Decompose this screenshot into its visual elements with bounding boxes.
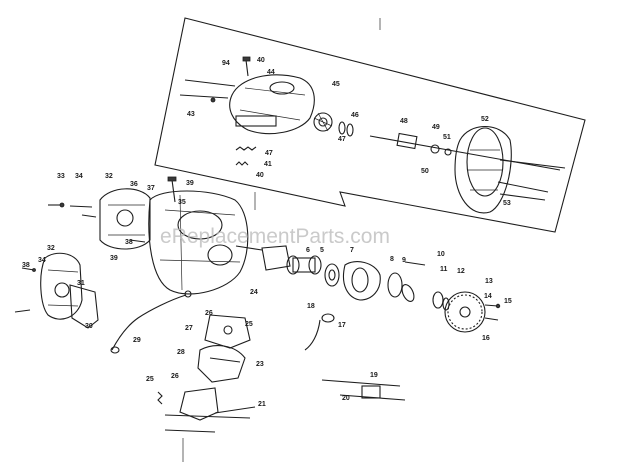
- callout-label: 43: [187, 111, 195, 118]
- callout-label: 33: [57, 173, 65, 180]
- gear-4-stub: [261, 245, 291, 271]
- callout-label: 16: [482, 335, 490, 342]
- callout-label: 39: [186, 180, 194, 187]
- spring-clip-25b: [157, 391, 163, 405]
- washer-11-12: [432, 291, 450, 311]
- callout-label: 47: [338, 136, 346, 143]
- inset-spring-bottom: [235, 146, 257, 166]
- sprocket-cluster-7: [342, 261, 381, 301]
- callout-label: 26: [205, 310, 213, 317]
- inset-axle-shaft: [369, 132, 561, 171]
- callout-label: 37: [147, 185, 155, 192]
- callout-label: 20: [342, 395, 350, 402]
- shift-bracket-25: [204, 314, 251, 349]
- cable-link-29: [110, 290, 192, 354]
- lower-lever-26: [164, 387, 251, 433]
- callout-label: 40: [257, 57, 265, 64]
- callout-label: 52: [481, 116, 489, 123]
- gear-6: [324, 263, 340, 287]
- pin-10: [404, 261, 426, 266]
- callout-label: 46: [351, 112, 359, 119]
- callout-label: 50: [421, 168, 429, 175]
- main-transmission-housing: [148, 176, 249, 295]
- inset-long-bolt: [179, 79, 236, 103]
- callout-label: 21: [258, 401, 266, 408]
- inset-bevel-gear: [313, 112, 333, 132]
- callout-label: 39: [110, 255, 118, 262]
- inset-pin-top: [242, 56, 251, 77]
- callout-label: 36: [130, 181, 138, 188]
- housing-bolt-right: [235, 245, 263, 251]
- chain-sprocket-16: [444, 291, 486, 333]
- callout-label: 29: [133, 337, 141, 344]
- callout-label: 12: [457, 268, 465, 275]
- inset-washer-stack: [338, 121, 354, 137]
- callout-label: 26: [171, 373, 179, 380]
- shift-linkage-23: [197, 345, 246, 383]
- callout-label: 11: [440, 266, 448, 273]
- left-small-bolts: [14, 267, 36, 313]
- inset-through-bolts: [497, 159, 566, 201]
- callout-label: 48: [400, 118, 408, 125]
- callout-label: 34: [75, 173, 83, 180]
- callout-label: 25: [245, 321, 253, 328]
- callout-label: 49: [432, 124, 440, 131]
- callout-label: 31: [77, 280, 85, 287]
- cross-shaft-19-20: [321, 379, 406, 401]
- callout-label: 10: [437, 251, 445, 258]
- callout-label: 15: [504, 298, 512, 305]
- callout-label: 32: [105, 173, 113, 180]
- callout-label: 41: [264, 161, 272, 168]
- callout-label: 35: [178, 199, 186, 206]
- inset-wheel-hub: [454, 126, 512, 214]
- callout-label: 32: [47, 245, 55, 252]
- left-fasteners: [48, 202, 146, 243]
- lower-bolt-21: [214, 406, 256, 414]
- shaft-coupler-5: [286, 255, 322, 275]
- inset-frame: [154, 17, 586, 233]
- callout-label: 14: [484, 293, 492, 300]
- hub-bolts-13-15: [484, 303, 501, 321]
- callout-label: 19: [370, 372, 378, 379]
- bearing-8-9: [387, 272, 415, 302]
- callout-label: 23: [256, 361, 264, 368]
- left-pivot-arm: [69, 284, 99, 329]
- watermark-text: eReplacementParts.com: [160, 225, 390, 248]
- callout-label: 51: [443, 134, 451, 141]
- callout-label: 9: [402, 257, 406, 264]
- callout-label: 7: [350, 247, 354, 254]
- callout-label: 44: [267, 69, 275, 76]
- inset-gear-housing: [229, 74, 315, 135]
- callout-label: 45: [332, 81, 340, 88]
- callout-label: 40: [256, 172, 264, 179]
- callout-label: 34: [38, 257, 46, 264]
- callout-label: 38: [125, 239, 133, 246]
- callout-label: 94: [222, 60, 230, 67]
- callout-labels: 94 40 44 43 45 46 47 48 49 51 52 47 41 4…: [22, 57, 512, 408]
- callout-label: 13: [485, 278, 493, 285]
- left-bracket-lower: [40, 252, 83, 320]
- callout-label: 17: [338, 322, 346, 329]
- callout-label: 8: [390, 256, 394, 263]
- callout-label: 24: [250, 289, 258, 296]
- callout-label: 25: [146, 376, 154, 383]
- callout-label: 38: [22, 262, 30, 269]
- callout-label: 47: [265, 150, 273, 157]
- spring-link-17-18: [304, 313, 335, 351]
- callout-label: 18: [307, 303, 315, 310]
- callout-label: 53: [503, 200, 511, 207]
- callout-label: 6: [306, 247, 310, 254]
- callout-label: 5: [320, 247, 324, 254]
- callout-label: 28: [177, 349, 185, 356]
- callout-label: 27: [185, 325, 193, 332]
- callout-label: 30: [85, 323, 93, 330]
